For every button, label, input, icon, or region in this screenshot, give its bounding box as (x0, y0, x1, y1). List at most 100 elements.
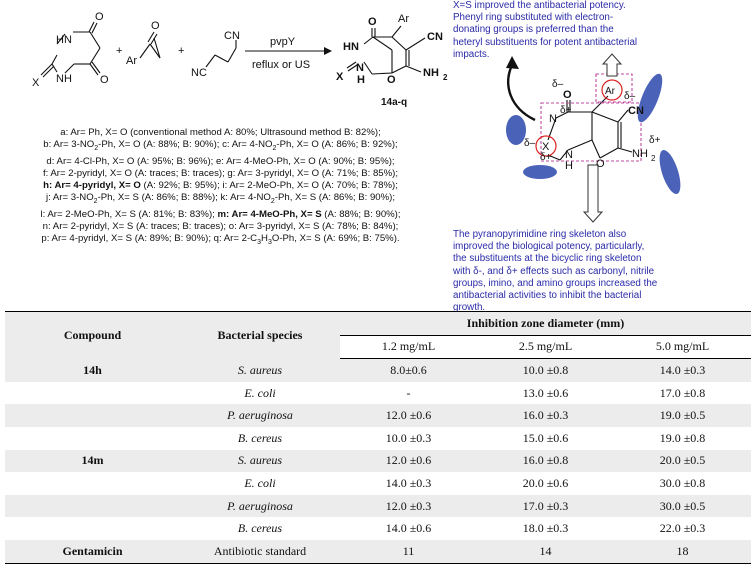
cell-value: 17.0 ±0.8 (659, 385, 706, 400)
sar-atom: O (596, 158, 605, 170)
cell-compound: 14m (5, 449, 180, 473)
blue-ellipse (659, 149, 681, 195)
header-conc: 2.5 mg/mL (477, 334, 614, 360)
cell-value: 10.0 ±0.3 (385, 430, 432, 445)
cell-species: Antibiotic standard (180, 539, 340, 564)
table-row: E. coli 14.0 ±0.3 20.0 ±0.6 30.0 ±0.8 (5, 472, 751, 495)
cell-value: 12.0 ±0.6 (340, 449, 477, 473)
line-segment: h: Ar= 4-pyridyl, X= O (43, 180, 141, 192)
open-arrow-up (601, 53, 623, 77)
line-segment: -Ph, X= S (A: 86%; B: 90%); (274, 192, 396, 204)
sar-atom: CN (628, 105, 644, 117)
cell-species: S. aureus (180, 449, 340, 473)
sar-atom: H (565, 160, 573, 172)
note-line: X=S improved the antibacterial potency. (453, 0, 626, 11)
p-atom: H (357, 74, 365, 86)
sar-atom: N (549, 113, 557, 125)
sar-atom: NH (632, 148, 648, 160)
sar-decorations (506, 53, 681, 223)
cell-species: P. aeruginosa (180, 494, 340, 518)
subscript: 3 (257, 239, 262, 247)
cell-value: 8.0±0.6 (340, 358, 477, 382)
p-atom: CN (427, 31, 443, 43)
reaction-scheme: O O HN NH X + Ar O + CN NC pvpY reflux o… (32, 11, 681, 223)
reagent-label: pvpY (270, 36, 296, 48)
cell-value: 22.0 ±0.3 (659, 521, 706, 536)
p-atom: N (356, 62, 364, 74)
red-circle-aryl (601, 79, 623, 101)
note-line: improved the biological potency, particu… (453, 241, 645, 253)
note-line: heteryl substituents for potent antibact… (453, 36, 638, 48)
substituent-line: n: Ar= 2-pyridyl, X= S (A: traces; B: tr… (28, 221, 413, 233)
cell-value: - (406, 385, 411, 400)
subscript: 2 (93, 198, 98, 206)
blue-ellipse (523, 165, 557, 179)
note-line: antibacterial activities to inhibit the … (453, 290, 642, 302)
line-segment: (A: 88%; B: 90%); (321, 208, 401, 220)
r1-atom: O (100, 74, 109, 86)
cell-compound: 14h (5, 358, 180, 382)
p-atom: 2 (443, 73, 448, 82)
p-atom: X (336, 71, 344, 83)
cell-value: 30.0 ±0.8 (659, 475, 706, 490)
r1-atom: X (32, 77, 40, 89)
red-circle-x (535, 135, 557, 157)
delta-charge: δ+ (560, 105, 572, 116)
line-segment: a: Ar= Ph, X= O (conventional method A: … (60, 127, 381, 138)
substituent-line: p: Ar= 4-pyridyl, X= S (A: 89%; B: 90%);… (28, 233, 413, 249)
reactant-barbituric-acid (40, 21, 101, 78)
line-segment: f: Ar= 2-pyridyl, X= O (A: traces; B: tr… (42, 167, 399, 179)
cell-value: 18 (614, 539, 751, 564)
cell-compound (5, 427, 180, 450)
cell-value: 15.0 ±0.6 (522, 430, 569, 445)
p-atom: NH (423, 67, 439, 79)
cell-value: 14 (477, 539, 614, 564)
p-atom: HN (343, 41, 359, 53)
line-segment: H (261, 233, 268, 245)
subscript: 2 (270, 198, 275, 206)
plus-sign: + (116, 45, 122, 57)
product-label: 14a-q (381, 97, 407, 108)
reactant-aldehyde (139, 31, 161, 59)
cell-value: 14.0 ±0.6 (385, 521, 432, 536)
delta-charge: δ+ (649, 135, 661, 146)
p-atom: O (387, 74, 396, 86)
delta-charge: δ– (624, 91, 636, 102)
cell-species: E. coli (244, 475, 276, 490)
cell-value: 20.0 ±0.6 (522, 475, 569, 490)
r1-atom: HN (56, 34, 72, 46)
cell-value: 14.0 ±0.3 (385, 475, 432, 490)
cell-compound (5, 517, 180, 540)
delta-charge: δ+ (540, 152, 552, 163)
line-segment: j: Ar= 3-NO (45, 192, 94, 204)
cell-value: 12.0 ±0.6 (340, 404, 477, 427)
r2-atom: Ar (126, 55, 137, 67)
cell-value: 18.0 ±0.3 (522, 521, 569, 536)
header-conc: 1.2 mg/mL (340, 334, 477, 360)
plus-sign: + (178, 45, 184, 57)
substituent-line: l: Ar= 2-MeO-Ph, X= S (A: 81%; B: 83%); … (28, 209, 413, 221)
line-segment: O-Ph, X= S (A: 69%; B: 75%). (271, 233, 400, 245)
reaction-arrow (245, 47, 332, 55)
sar-dashed-box (540, 102, 642, 162)
line-segment: -Ph, X= O (A: 86%; B: 92%); (276, 139, 398, 151)
subscript: 3 (267, 239, 272, 247)
cell-species: B. cereus (237, 430, 283, 445)
note-line: Phenyl ring substituted with electron- (453, 12, 614, 24)
line-segment: m: Ar= 4-MeO-Ph, X= S (217, 208, 322, 220)
line-segment: -Ph, X= S (A: 86%; B: 88%); k: Ar= 4-NO (97, 192, 271, 204)
cell-value: 30.0 ±0.5 (614, 494, 751, 518)
line-segment: p: Ar= 4-pyridyl, X= S (A: 89%; B: 90%);… (41, 233, 258, 245)
line-segment: l: Ar= 2-MeO-Ph, X= S (A: 81%; B: 83%); (40, 208, 218, 220)
cell-value: 12.0 ±0.3 (340, 494, 477, 518)
header-compound: Compound (5, 310, 180, 359)
